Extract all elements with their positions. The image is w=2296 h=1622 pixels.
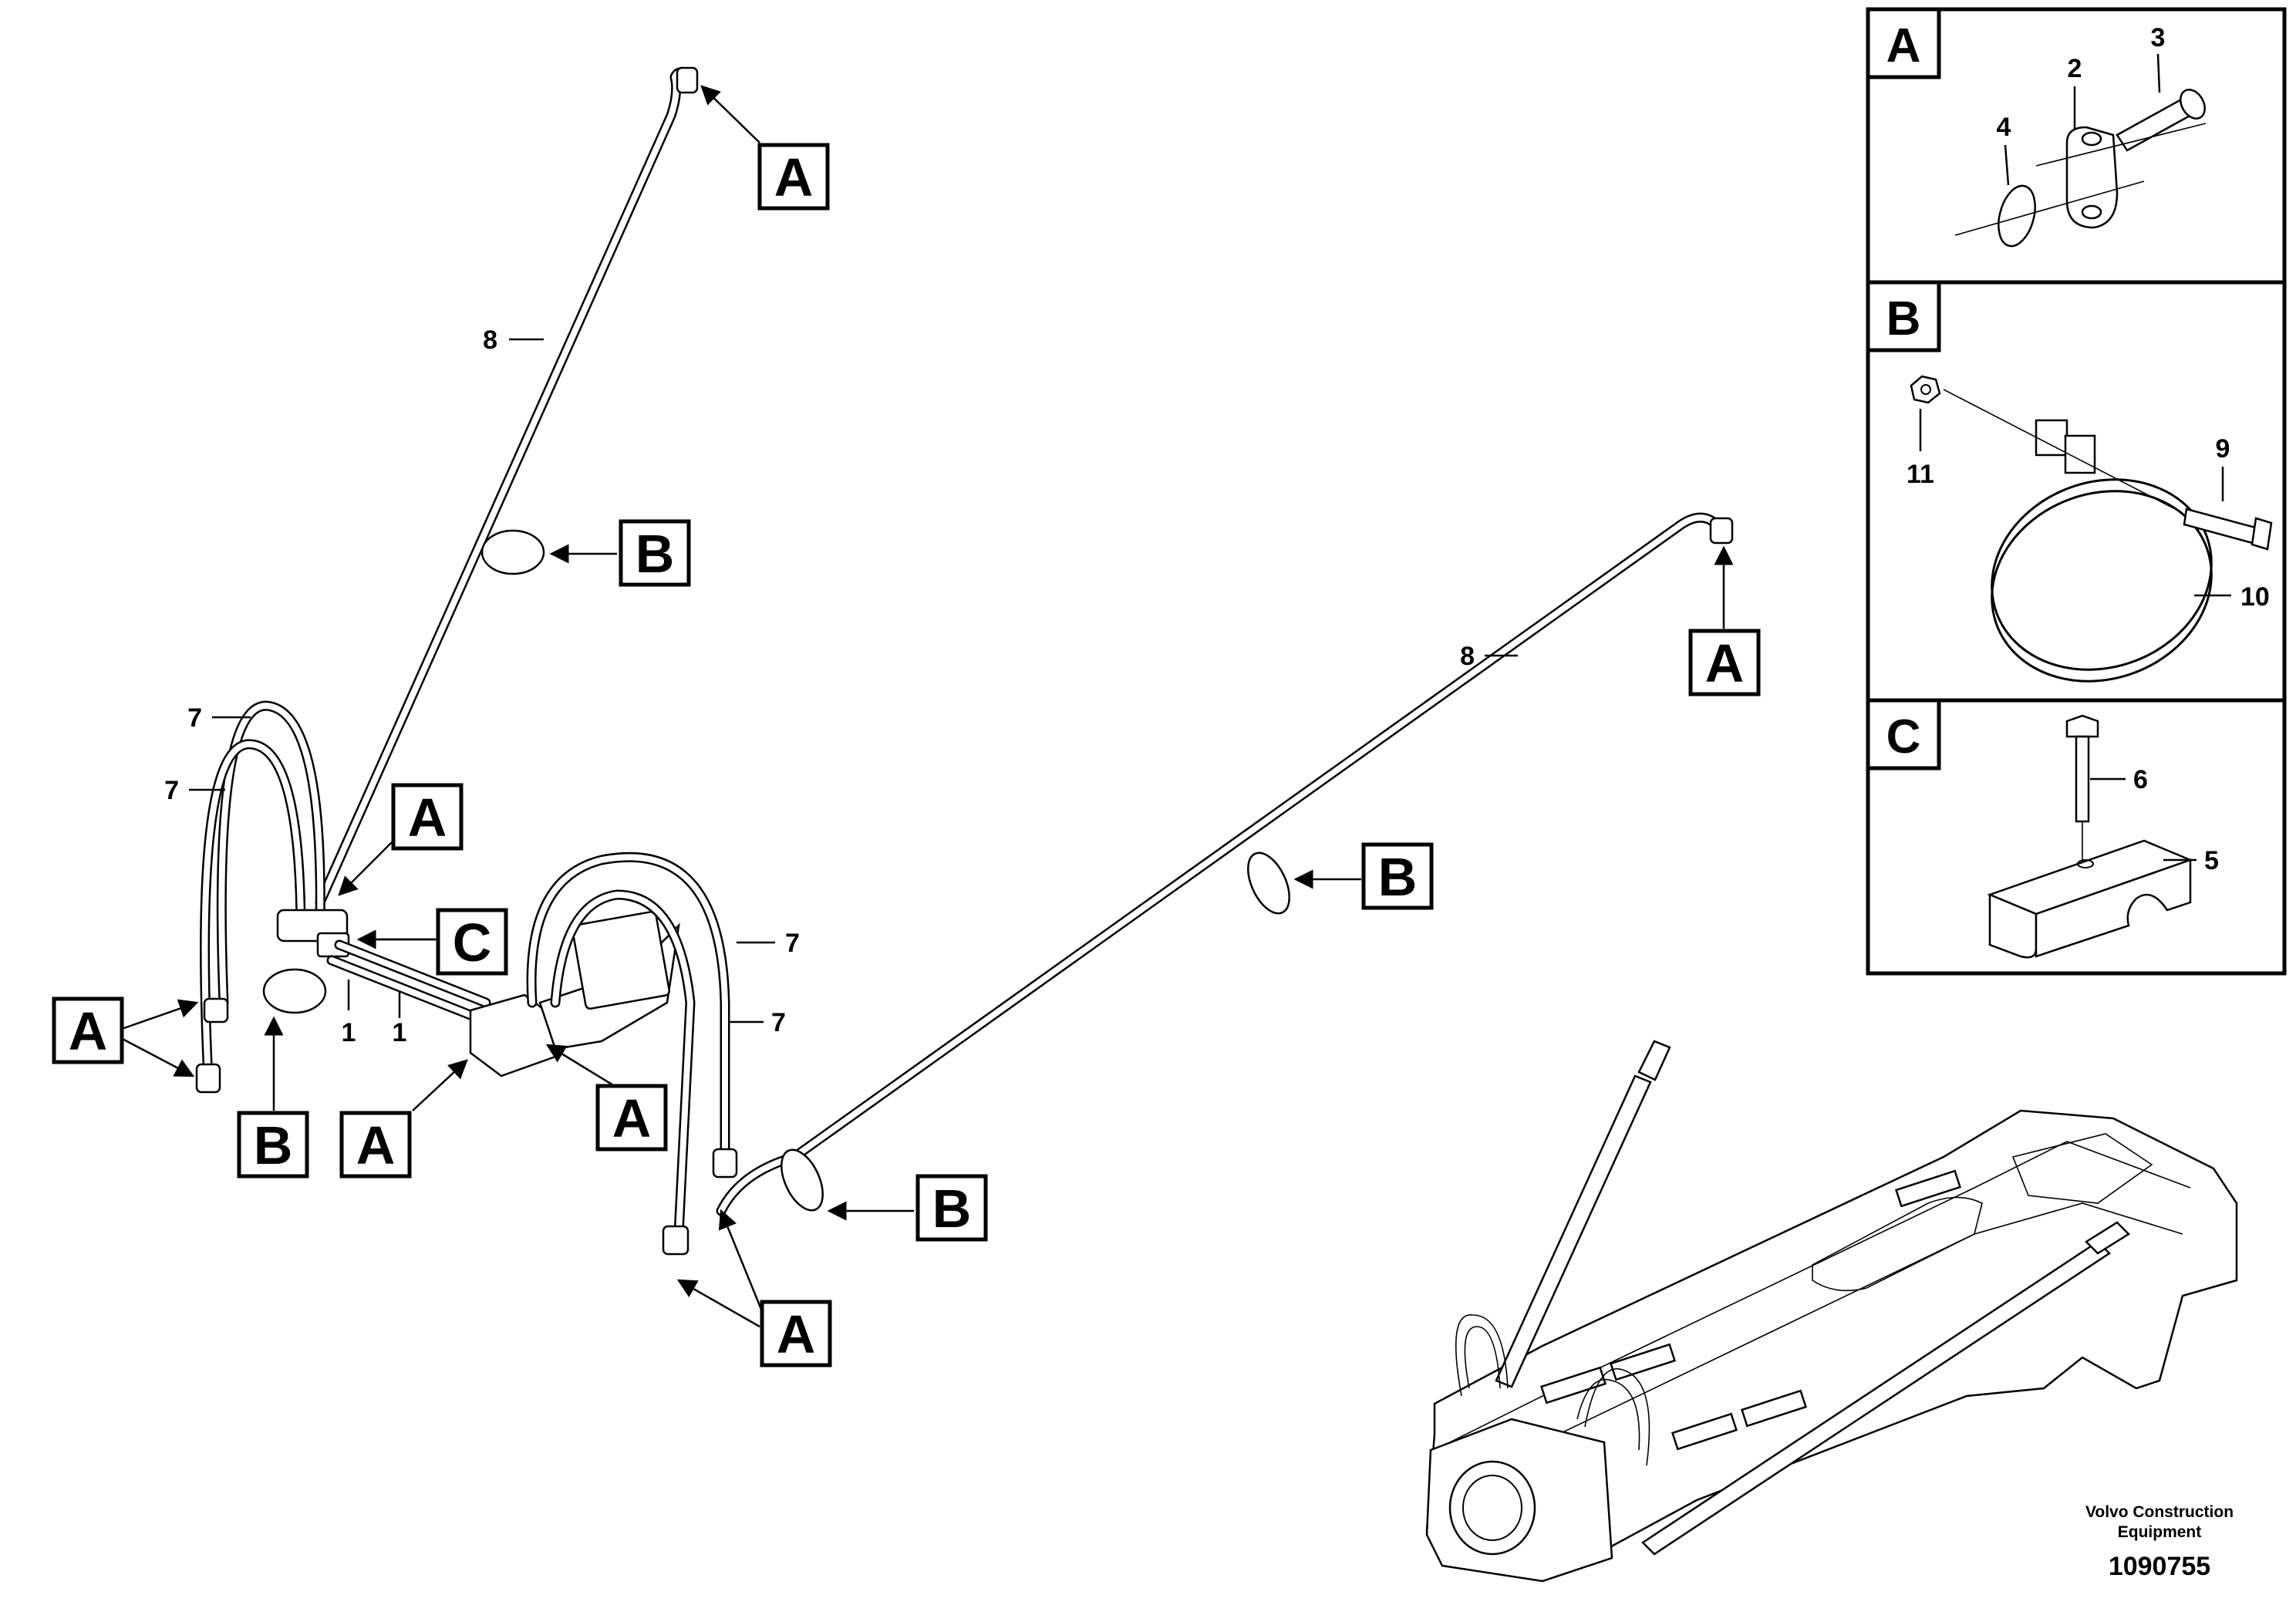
svg-text:A: A xyxy=(777,1304,816,1364)
svg-text:A: A xyxy=(612,1088,652,1148)
detail-panels: A 2 3 4 xyxy=(1866,7,2287,976)
label-tube-1a: 1 xyxy=(342,1018,356,1047)
pipe-left xyxy=(315,66,699,908)
o-ring-icon xyxy=(1998,184,2036,248)
valve-block xyxy=(469,910,680,1077)
detail-a-label-4: 4 xyxy=(1997,113,2011,142)
clamp-b-upper xyxy=(480,529,545,575)
band-clamp-icon xyxy=(1991,419,2213,683)
callout-a3: A xyxy=(391,783,464,851)
callout-a5: A xyxy=(339,1111,412,1179)
callout-b4: B xyxy=(915,1174,988,1242)
detail-a-label-2: 2 xyxy=(2068,54,2082,83)
clamp-b-left xyxy=(262,968,327,1014)
svg-text:B: B xyxy=(636,524,675,584)
detail-b-label-9: 9 xyxy=(2216,434,2230,464)
callout-b2: B xyxy=(1361,842,1434,910)
svg-text:A: A xyxy=(1705,633,1745,693)
callout-b1: B xyxy=(619,519,691,587)
clamp-b-right xyxy=(1247,851,1290,915)
callout-a2: A xyxy=(1688,629,1761,696)
svg-text:A: A xyxy=(1886,19,1921,73)
screw-icon xyxy=(2065,714,2099,860)
flange-half-icon xyxy=(2065,126,2119,229)
clamp-block-icon xyxy=(1987,839,2193,959)
callout-a7: A xyxy=(760,1300,832,1367)
svg-text:A: A xyxy=(69,1001,108,1061)
nut-icon xyxy=(1910,375,1941,404)
detail-c-label-6: 6 xyxy=(2133,765,2148,794)
main-view: 8 8 7 7 7 7 1 1 A B A xyxy=(52,66,1761,1367)
clamp-b-lower xyxy=(781,1148,824,1212)
label-hose-mid-bottom: 7 xyxy=(771,1008,786,1037)
detail-c-label-5: 5 xyxy=(2204,846,2219,875)
detail-a-label-3: 3 xyxy=(2151,23,2166,52)
svg-text:B: B xyxy=(1886,292,1921,346)
machine-frame-thumbnail xyxy=(1425,1040,2238,1583)
detail-b-label-11: 11 xyxy=(1907,460,1934,489)
callout-b3: B xyxy=(237,1111,309,1179)
tubes-1 xyxy=(326,939,491,1023)
svg-text:A: A xyxy=(408,787,447,848)
detail-panel-c: C 6 5 xyxy=(1866,698,2219,959)
detail-panel-a: A 2 3 4 xyxy=(1866,7,2207,248)
svg-text:B: B xyxy=(932,1179,972,1239)
svg-text:A: A xyxy=(774,147,814,207)
hoses-middle xyxy=(526,851,738,1256)
svg-text:B: B xyxy=(254,1115,293,1175)
detail-panel-b: B 9 10 xyxy=(1866,280,2273,683)
maker-line-2: Equipment xyxy=(2118,1523,2202,1541)
bolt-icon xyxy=(2116,89,2206,152)
label-pipe-right: 8 xyxy=(1460,642,1475,671)
label-hose-mid-top: 7 xyxy=(785,929,800,958)
svg-text:C: C xyxy=(1886,710,1921,764)
label-tube-1b: 1 xyxy=(393,1018,407,1047)
label-hose-left-top: 7 xyxy=(187,703,202,733)
detail-b-label-10: 10 xyxy=(2240,582,2270,612)
svg-text:A: A xyxy=(356,1115,396,1175)
label-pipe-left: 8 xyxy=(483,325,497,355)
svg-text:B: B xyxy=(1378,847,1418,907)
footer: Volvo Construction Equipment 1090755 xyxy=(2085,1503,2234,1581)
pipe-right xyxy=(716,512,1734,1216)
svg-text:C: C xyxy=(453,912,492,973)
maker-line-1: Volvo Construction xyxy=(2085,1503,2234,1521)
callout-a1: A xyxy=(757,143,830,211)
callout-a4: A xyxy=(52,996,124,1064)
document-number: 1090755 xyxy=(2109,1552,2210,1581)
callout-a6: A xyxy=(595,1084,668,1152)
label-hose-left-bottom: 7 xyxy=(164,776,179,805)
callout-c1: C xyxy=(436,908,508,976)
hoses-left xyxy=(195,700,325,1094)
bolt-icon-b xyxy=(2183,508,2273,551)
